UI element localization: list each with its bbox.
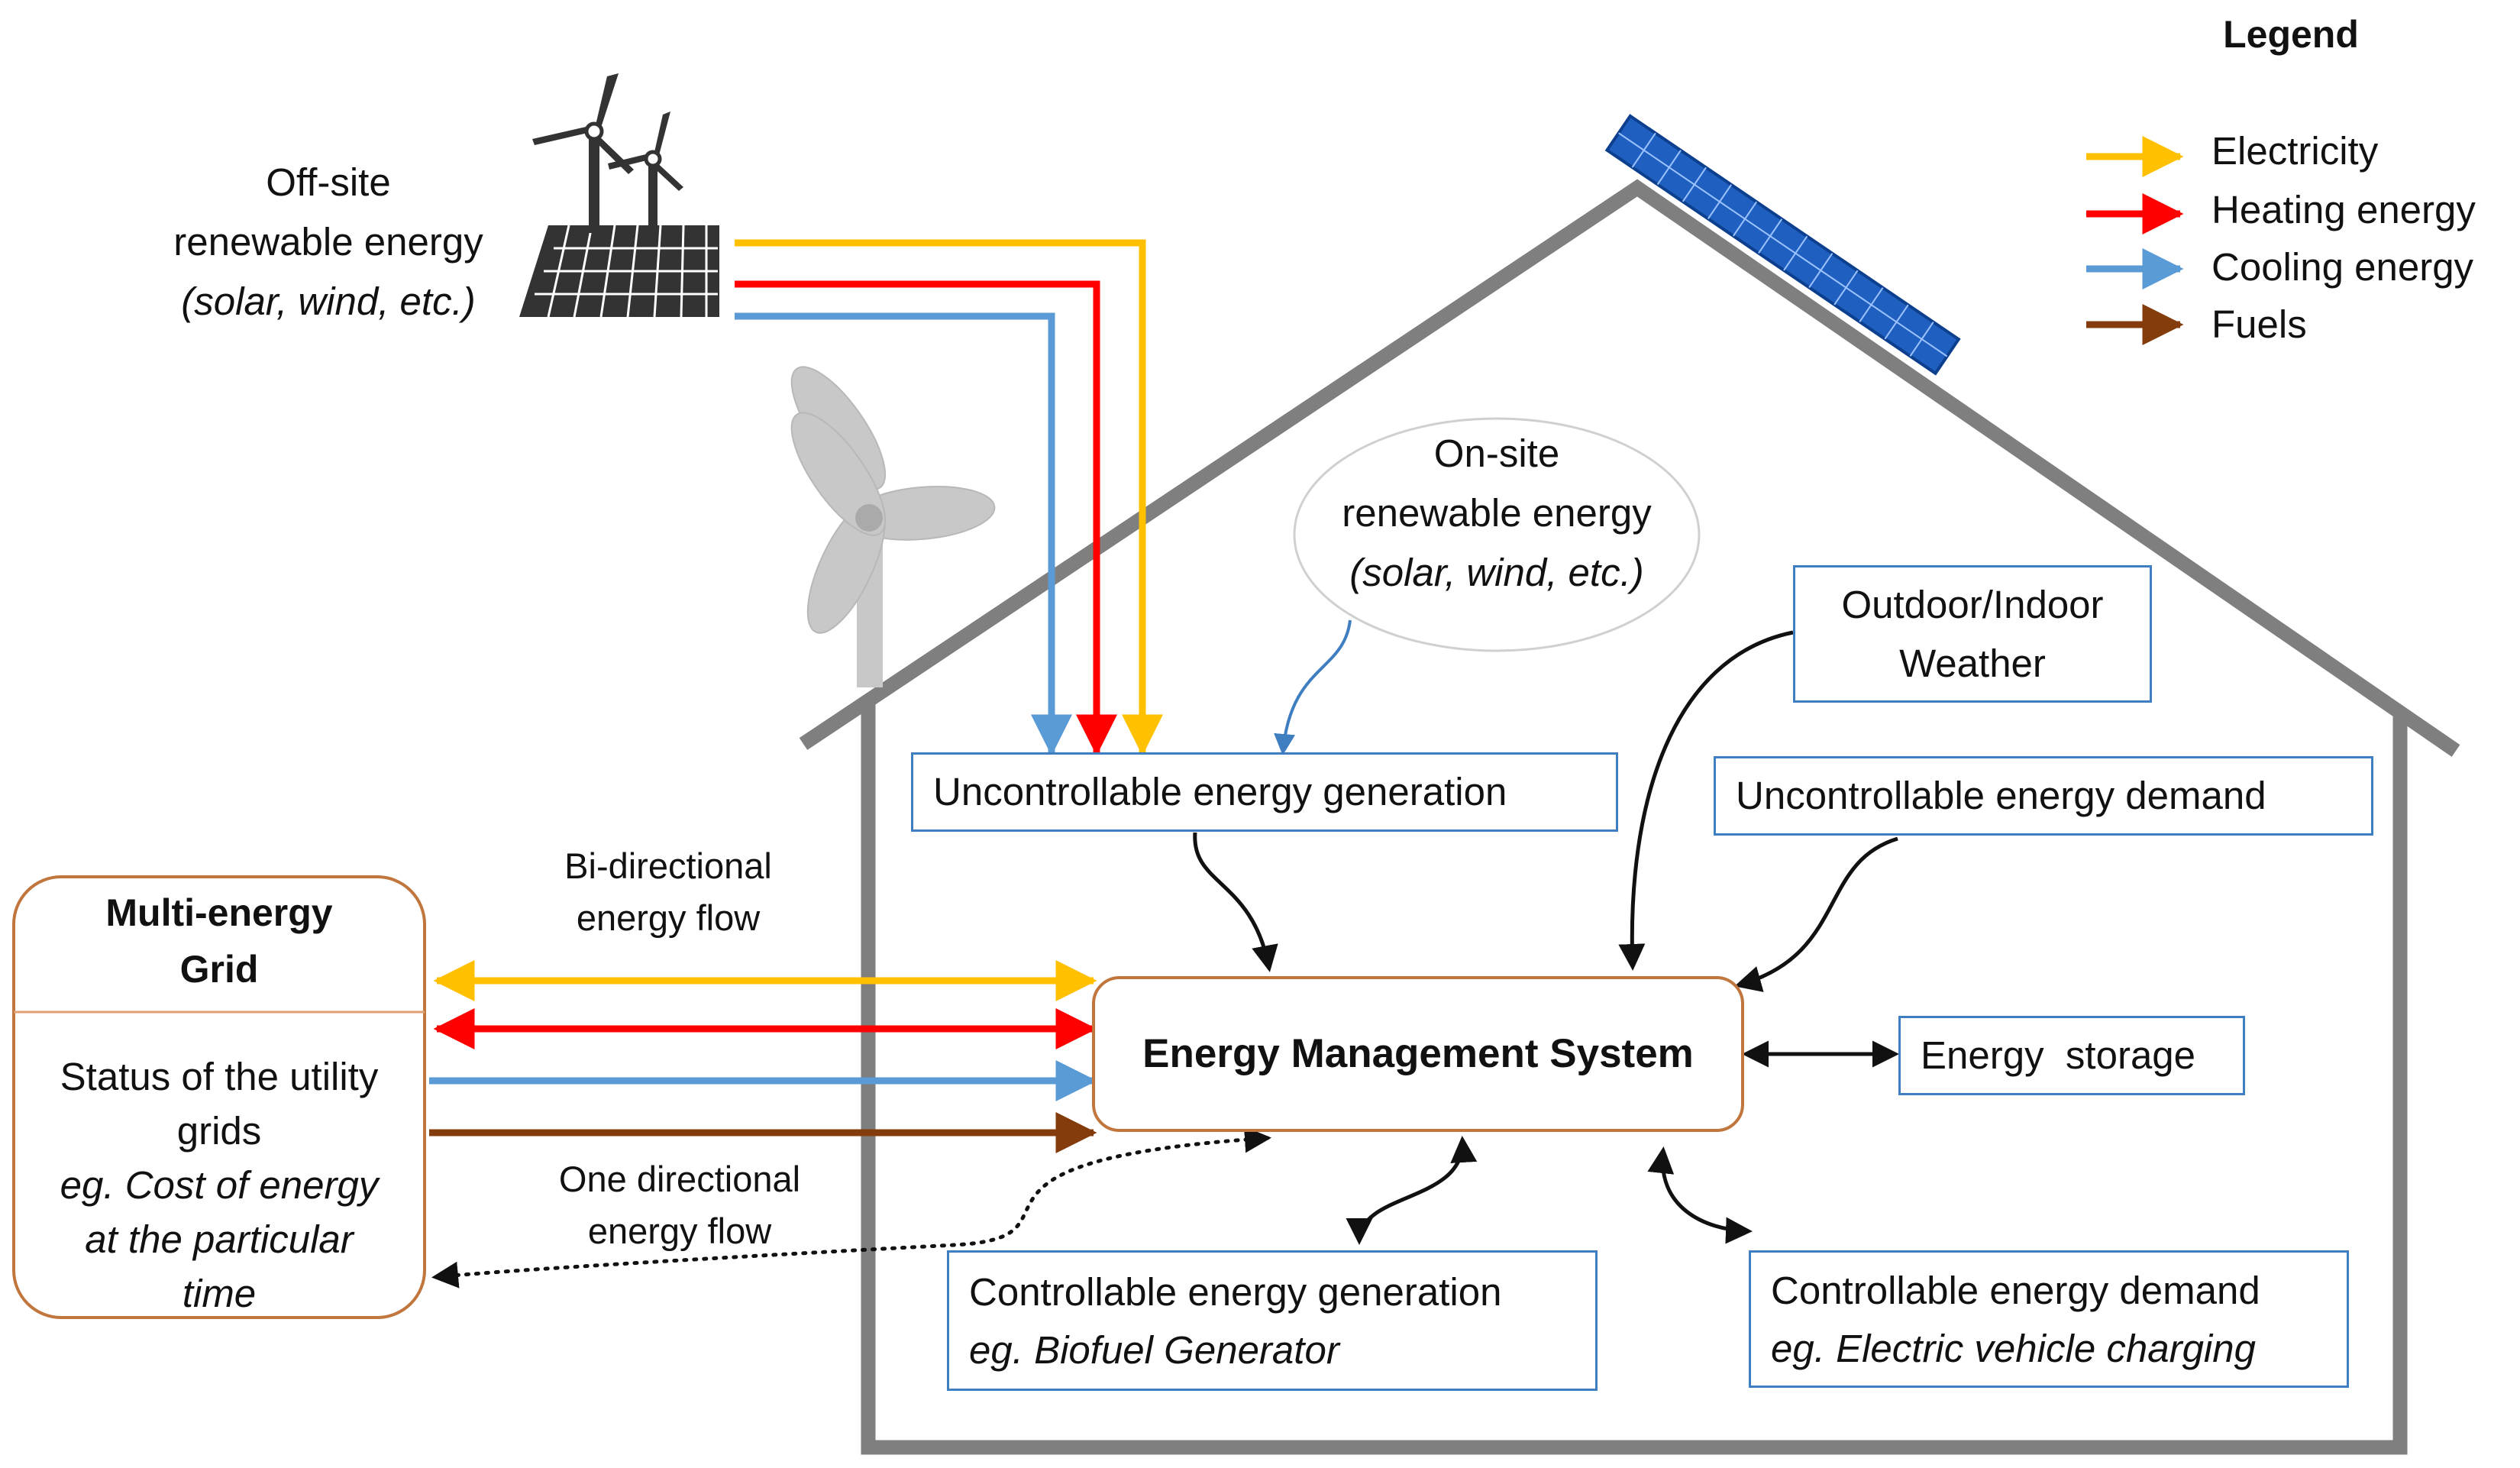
legend-label-heating: Heating energy (2211, 188, 2476, 231)
ems-box-frame (1092, 976, 1744, 1132)
offsite-line2: renewable energy (173, 220, 483, 264)
house-outline (799, 179, 2460, 1455)
one-flow-line1: One directional (558, 1159, 801, 1199)
grid-line5: time (182, 1272, 257, 1315)
onsite-line1: On-site (1433, 432, 1560, 475)
ctrl-dem-line1: Controllable energy demand (1771, 1269, 2260, 1312)
legend-label-cooling: Cooling energy (2211, 245, 2474, 289)
roof-solar-panel (1604, 114, 1961, 376)
legend-label-fuels: Fuels (2211, 302, 2307, 346)
bi-flow-line2: energy flow (576, 897, 761, 938)
weather-line2: Weather (1899, 642, 2046, 685)
offsite-cooling-line (735, 312, 1072, 756)
grid-description: Status of the utility grids eg. Cost of … (14, 1049, 425, 1321)
energy-storage-box: Energy storage (1898, 1016, 2245, 1095)
offsite-label: Off-site renewable energy (solar, wind, … (137, 153, 519, 331)
offsite-electricity-line (735, 239, 1163, 756)
grid-energy-lines (429, 960, 1097, 1153)
weather-box: Outdoor/Indoor Weather (1793, 565, 2152, 703)
ems-label: Energy Management System (1142, 1031, 1694, 1076)
onsite-line3: (solar, wind, etc.) (1349, 551, 1644, 594)
gen-to-ems-arrow (1193, 832, 1278, 972)
ctrl-dem-line2: eg. Electric vehicle charging (1771, 1327, 2256, 1370)
onsite-to-generation-arrow (1274, 619, 1352, 755)
grid-line4: at the particular (85, 1217, 354, 1261)
ctrl-gen-line2: eg. Biofuel Generator (969, 1328, 1339, 1372)
grid-title1: Multi-energy (105, 891, 333, 934)
bi-directional-label: Bi-directional energy flow (496, 840, 840, 944)
offsite-heating-line (735, 280, 1117, 756)
controllable-demand-box: Controllable energy demand eg. Electric … (1749, 1250, 2349, 1388)
legend-swatches (2086, 136, 2184, 345)
demand-to-ems-arrow (1734, 836, 1898, 992)
ems-connectors (1193, 630, 1899, 1245)
uncontrollable-generation-box: Uncontrollable energy generation (911, 752, 1618, 832)
grid-line3: eg. Cost of energy (60, 1163, 379, 1207)
grid-line1: Status of the utility (60, 1055, 379, 1098)
grid-line2: grids (176, 1109, 262, 1153)
legend-title: Legend (2223, 13, 2359, 56)
uncontrollable-demand-box: Uncontrollable energy demand (1714, 756, 2373, 836)
offsite-line3: (solar, wind, etc.) (181, 280, 476, 323)
ems-ctrl-gen-arrow (1346, 1136, 1478, 1245)
onsite-line2: renewable energy (1342, 491, 1652, 535)
one-directional-label: One directional energy flow (504, 1153, 855, 1257)
weather-to-ems-arrow (1618, 630, 1794, 971)
offsite-energy-lines (735, 239, 1163, 756)
grid-title2: Grid (179, 948, 259, 991)
ctrl-gen-line1: Controllable energy generation (969, 1270, 1502, 1314)
grid-title: Multi-energy Grid (14, 884, 425, 998)
windmill-icon (790, 366, 996, 687)
onsite-ellipse (1293, 417, 1701, 652)
legend-label-electricity: Electricity (2211, 129, 2379, 173)
one-flow-line2: energy flow (587, 1211, 772, 1251)
bi-flow-line1: Bi-directional (564, 846, 772, 886)
controllable-generation-box: Controllable energy generation eg. Biofu… (947, 1250, 1598, 1391)
offsite-renewables-icon (519, 73, 719, 318)
ems-ctrl-dem-arrow (1647, 1146, 1753, 1244)
offsite-line1: Off-site (266, 160, 391, 204)
grid-box-frame (12, 875, 426, 1319)
onsite-label: On-site renewable energy (solar, wind, e… (1306, 424, 1688, 603)
weather-line1: Outdoor/Indoor (1841, 583, 2104, 626)
info-dotted-arrow (431, 1126, 1271, 1289)
